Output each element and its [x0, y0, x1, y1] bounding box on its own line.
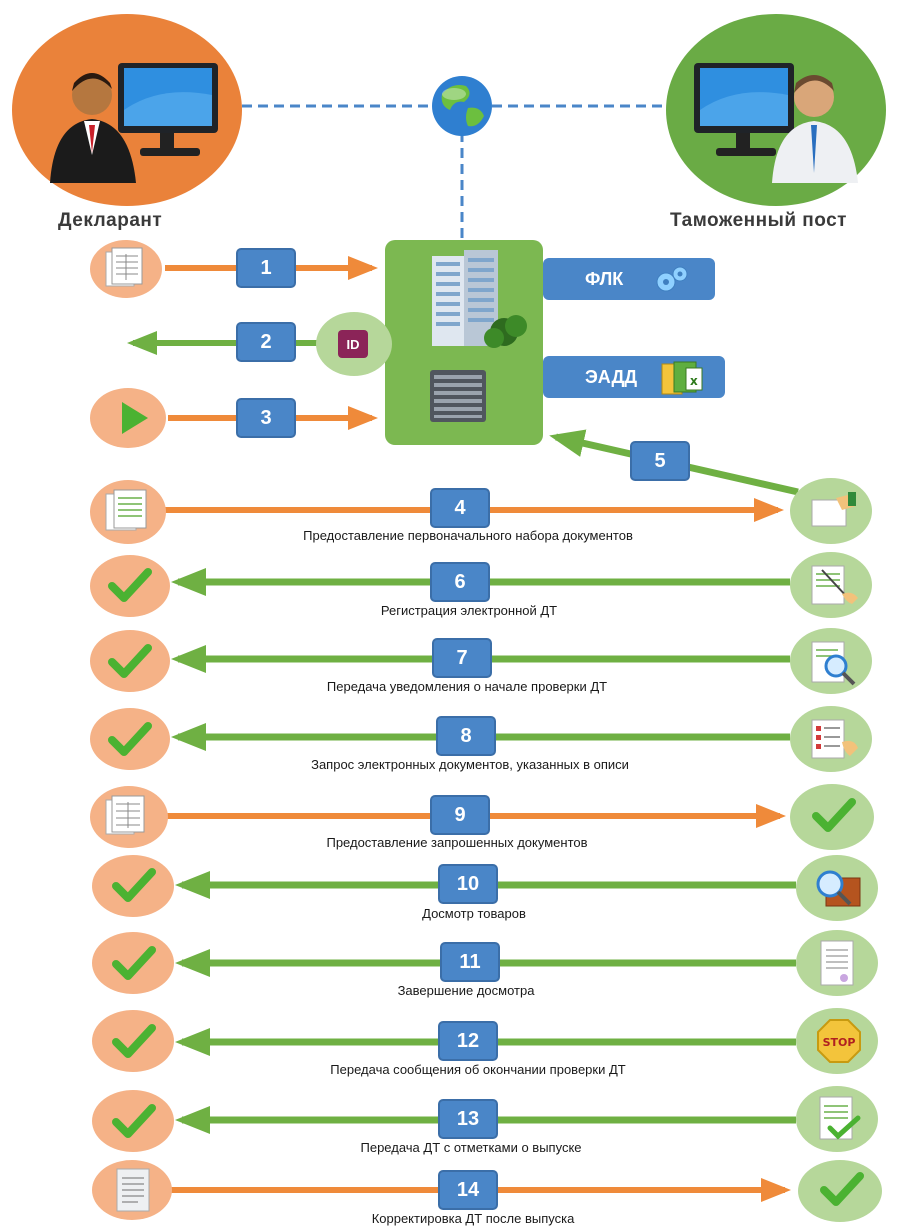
checkmark-icon [112, 868, 156, 902]
step-badge: 11 [440, 942, 500, 982]
step-label: Регистрация электронной ДТ [380, 603, 558, 618]
step-badge: 2 [236, 322, 296, 362]
checkmark-icon [820, 1172, 864, 1206]
step-badge: 4 [430, 488, 490, 528]
step-badge: 7 [432, 638, 492, 678]
magnifier-document-icon [811, 641, 856, 686]
step-label: Передача ДТ с отметками о выпуске [360, 1140, 582, 1155]
step-label: Предоставление запрошенных документов [326, 835, 588, 850]
step-label: Досмотр товаров [422, 906, 526, 921]
step-badge: 13 [438, 1099, 498, 1139]
server-icon [430, 370, 486, 422]
checkmark-icon [108, 644, 152, 678]
flk-tag: ФЛК [543, 258, 715, 300]
sign-document-icon [811, 565, 858, 605]
step-11-check-node [92, 932, 174, 994]
svg-text:x: x [690, 374, 698, 388]
step-label: Передача уведомления о начале проверки Д… [326, 679, 608, 694]
documents-icon [105, 489, 147, 531]
step-label: Предоставление первоначального набора до… [303, 528, 633, 543]
step-7-check-node [90, 630, 170, 692]
step-badge: 1 [236, 248, 296, 288]
checkmark-icon [112, 946, 156, 980]
step-badge: 6 [430, 562, 490, 602]
checkmark-icon [108, 722, 152, 756]
step-13-check-node [92, 1090, 174, 1152]
gear-icon [656, 266, 688, 292]
checklist-icon [811, 719, 858, 759]
step-14-check-node [798, 1160, 882, 1222]
customs-label: Таможенный пост [670, 210, 847, 231]
flk-label: ФЛК [585, 268, 624, 289]
step-9-check-node [790, 784, 874, 850]
checkmark-icon [108, 568, 152, 602]
step-10-check-node [92, 855, 174, 917]
inspection-icon [816, 870, 861, 907]
declarant-label: Декларант [58, 210, 163, 231]
archive-icon: x [661, 361, 703, 395]
step-badge: 9 [430, 795, 490, 835]
eadd-label: ЭАДД [585, 366, 638, 387]
checkmark-icon [112, 1024, 156, 1058]
approved-document-icon [819, 1096, 861, 1140]
step-label: Передача сообщения об окончании проверки… [330, 1062, 626, 1077]
id-icon-label: ID [346, 336, 360, 352]
step-badge: 8 [436, 716, 496, 756]
step-8-check-node [90, 708, 170, 770]
document-icon [820, 940, 854, 986]
stop-sign-icon: STOP [817, 1019, 861, 1063]
play-icon [122, 402, 148, 434]
customs-officer-icon [694, 63, 858, 183]
step-12-check-node [92, 1010, 174, 1072]
step-label: Завершение досмотра [397, 983, 535, 998]
step-label: Запрос электронных документов, указанных… [311, 757, 629, 772]
documents-icon [105, 795, 145, 835]
document-icon [116, 1168, 150, 1212]
checkmark-icon [112, 1104, 156, 1138]
checkmark-icon [812, 798, 856, 832]
step-badge: 14 [438, 1170, 498, 1210]
network-lines [242, 104, 668, 240]
step-badge: 5 [630, 441, 690, 481]
documents-icon [105, 247, 143, 287]
id-icon: ID [338, 330, 368, 358]
step-label: Корректировка ДТ после выпуска [371, 1211, 575, 1226]
step-badge: 3 [236, 398, 296, 438]
globe-icon [432, 76, 492, 136]
step-badge: 10 [438, 864, 498, 904]
step-badge: 12 [438, 1021, 498, 1061]
building-icon [432, 250, 527, 348]
declarant-person-icon [50, 63, 218, 183]
svg-text:STOP: STOP [823, 1036, 856, 1049]
hand-document-icon [811, 492, 856, 527]
